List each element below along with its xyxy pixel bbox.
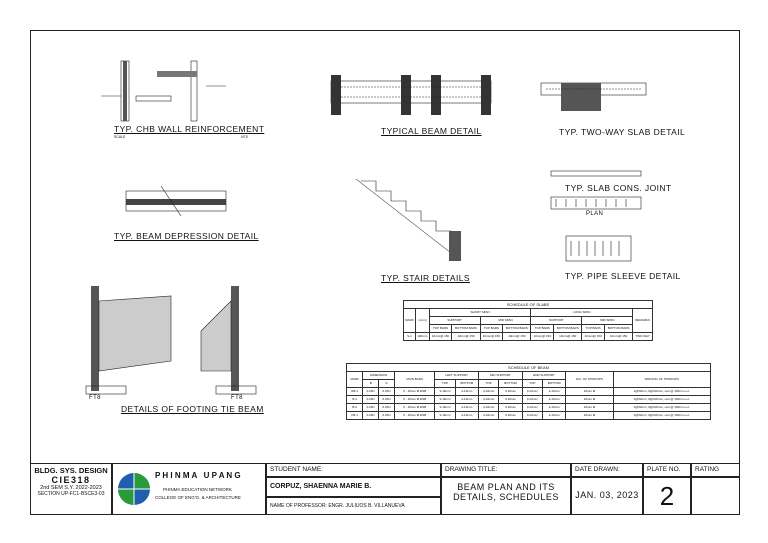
student-name: CORPUZ, SHAENNA MARIE B. <box>266 477 441 497</box>
network-name: PHINMA EDUCATION NETWORK <box>163 487 232 492</box>
date-drawn: JAN. 03, 2023 <box>571 477 643 515</box>
chb-wall-detail <box>101 60 226 122</box>
school-logo-icon <box>118 473 150 505</box>
college-name: COLLEGE OF ENG'G. & ARCHITECTURE <box>155 495 241 500</box>
drawing-linework <box>85 60 647 395</box>
semester: 2nd SEM S.Y. 2022-2023 <box>40 485 102 491</box>
beam-depression-detail <box>125 185 227 217</box>
course-cell: BLDG. SYS. DESIGN CIE318 2nd SEM S.Y. 20… <box>30 463 112 515</box>
chb-title: TYP. CHB WALL REINFORCEMENT <box>114 124 265 134</box>
beam-detail <box>330 75 492 115</box>
plan-label: PLAN <box>586 211 604 217</box>
drawing-title-label: DRAWING TITLE: <box>441 463 571 477</box>
beam-title: TYPICAL BEAM DETAIL <box>381 126 482 136</box>
section: SECTION UP-FC1-BSCE3-03 <box>37 491 105 497</box>
school-name: P H I N M A U P A N G <box>155 471 241 480</box>
plate-number: 2 <box>643 477 691 515</box>
ft-left-label: FT8 <box>89 395 101 401</box>
school-cell: P H I N M A U P A N G PHINMA EDUCATION N… <box>112 463 266 515</box>
pipe-title: TYP. PIPE SLEEVE DETAIL <box>565 271 681 281</box>
slab-schedule-table: SCHEDULE OF SLABS MARK t (mm) SHORT SPAN… <box>403 300 653 341</box>
beam-schedule-table: SCHEDULE OF BEAM MARK DIMENSION MAIN BAR… <box>345 363 712 420</box>
footing-details <box>85 286 257 395</box>
date-label: DATE DRAWN: <box>571 463 643 477</box>
stair-detail <box>355 178 461 261</box>
student-label: STUDENT NAME: <box>266 463 441 477</box>
drawing-sheet: TYP. CHB WALL REINFORCEMENT TYPICAL BEAM… <box>30 30 740 515</box>
rating-value <box>691 477 740 515</box>
stair-title: TYP. STAIR DETAILS <box>381 273 470 283</box>
professor-name: NAME OF PROFESSOR: ENGR. JULIUOS B. VILL… <box>266 497 441 515</box>
pipe-sleeve-detail <box>565 235 632 262</box>
depression-title: TYP. BEAM DEPRESSION DETAIL <box>114 231 259 241</box>
rating-label: RATING <box>691 463 740 477</box>
scale-tag: SCALE <box>114 135 126 139</box>
drawing-title: BEAM PLAN AND ITS DETAILS, SCHEDULES <box>441 477 571 515</box>
plate-label: PLATE NO. <box>643 463 691 477</box>
slab-joint-detail <box>550 170 642 210</box>
ft-right-label: FT8 <box>231 395 243 401</box>
slab-joint-title: TYP. SLAB CONS. JOINT <box>565 183 672 193</box>
course-name: BLDG. SYS. DESIGN <box>34 466 108 475</box>
nts-tag: NTS <box>241 135 248 139</box>
course-code: CIE318 <box>51 475 91 485</box>
title-block: BLDG. SYS. DESIGN CIE318 2nd SEM S.Y. 20… <box>30 463 740 515</box>
two-way-slab-detail <box>540 82 647 111</box>
slab-title: TYP. TWO-WAY SLAB DETAIL <box>559 127 686 137</box>
footing-title: DETAILS OF FOOTING TIE BEAM <box>121 404 264 414</box>
